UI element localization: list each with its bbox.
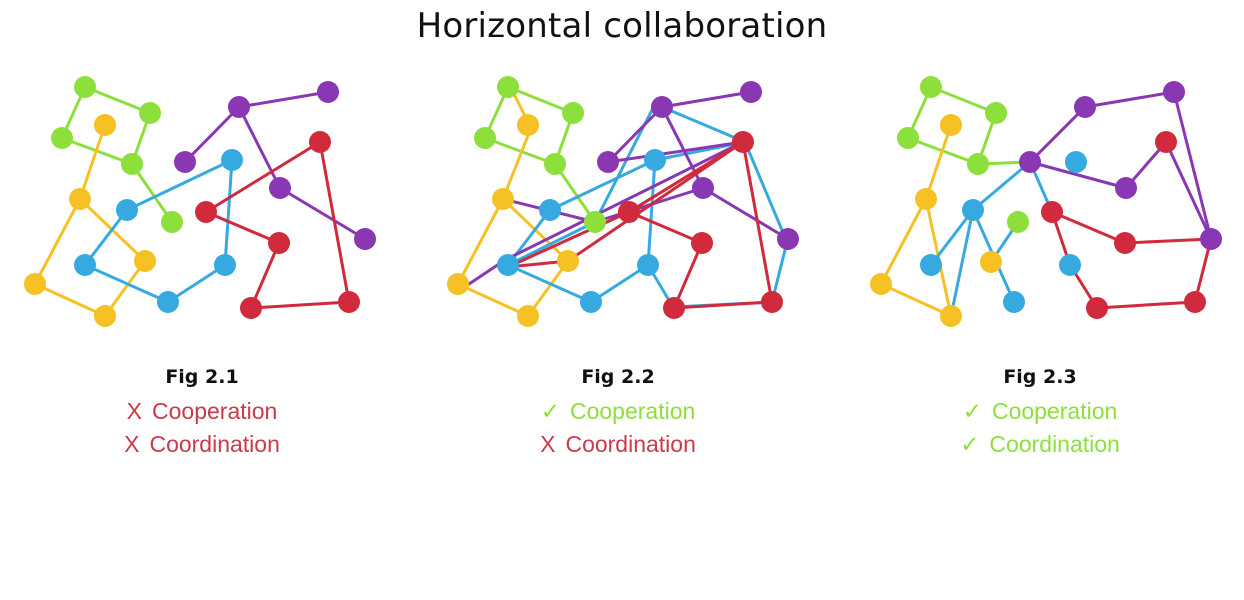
fig-2-1-cooperation: X Cooperation [42, 398, 362, 425]
page-title: Horizontal collaboration [416, 6, 828, 46]
network-diagram-fig-2-1 [20, 60, 402, 352]
network-graph-cooperative [447, 76, 799, 327]
fig-2-2-cooperation: ✓ Cooperation [458, 398, 778, 425]
network-graph-coordinated [870, 76, 1222, 327]
checkmark-icon: ✓ [960, 431, 980, 457]
cooperation-label: Cooperation [569, 398, 696, 424]
checkmark-icon: ✓ [962, 398, 982, 424]
coordination-label: Coordination [149, 431, 280, 457]
coordination-label: Coordination [989, 431, 1120, 457]
checkmark-icon: ✓ [540, 398, 560, 424]
cross-icon: X [126, 398, 143, 424]
fig-2-2-coordination: X Coordination [458, 431, 778, 458]
cooperation-label: Cooperation [991, 398, 1118, 424]
network-diagram-fig-2-3 [868, 62, 1244, 352]
fig-2-3-coordination: ✓ Coordination [880, 431, 1200, 458]
fig-label-2-1: Fig 2.1 [165, 366, 239, 388]
fig-2-1-coordination: X Coordination [42, 431, 362, 458]
fig-label-2-3: Fig 2.3 [1003, 366, 1077, 388]
fig-2-3-cooperation: ✓ Cooperation [880, 398, 1200, 425]
cross-icon: X [540, 431, 556, 457]
coordination-label: Coordination [565, 431, 696, 457]
network-graph-uncoordinated [20, 60, 376, 327]
network-diagram-fig-2-2 [445, 62, 825, 352]
cooperation-label: Cooperation [152, 398, 278, 424]
fig-label-2-2: Fig 2.2 [581, 366, 655, 388]
cross-icon: X [124, 431, 140, 457]
